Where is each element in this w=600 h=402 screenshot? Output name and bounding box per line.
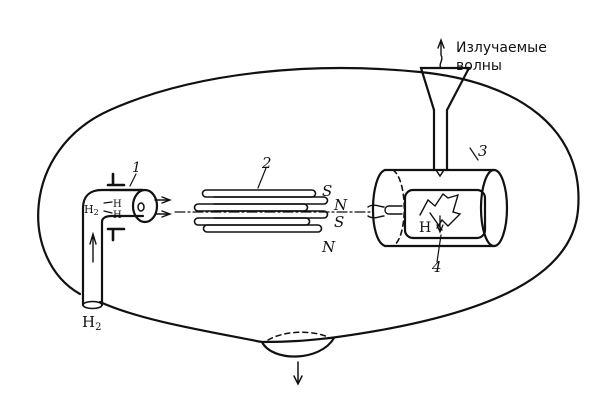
hexapole-magnet-2 [193, 167, 329, 233]
resonator-cavity-3 [367, 147, 509, 248]
pump-outlet [260, 336, 336, 358]
label-part-1: 1 [132, 160, 141, 176]
h2-source-label: H2 [82, 313, 101, 333]
vacuum-envelope [37, 67, 580, 344]
label-part-2: 2 [261, 154, 272, 172]
emitted-waves-label-line1: Излучаемые [456, 40, 547, 56]
h-atom-bottom-label: H [113, 210, 122, 221]
beam-arrows [154, 196, 172, 218]
field-arrow [436, 215, 444, 234]
output-waveguide [419, 38, 471, 178]
pole-n-top: N [333, 196, 348, 214]
pole-s-bottom: S [334, 213, 344, 231]
hydrogen-inlet-tube [81, 188, 142, 310]
pole-s-top: S [322, 182, 332, 200]
emitted-waves-label-line2: волны [456, 58, 502, 74]
label-part-3: 3 [478, 142, 488, 160]
pump-arrow [293, 361, 303, 386]
h-atom-top-label: H [113, 199, 122, 210]
label-part-4: 4 [431, 258, 442, 276]
magnetic-field-label: H [419, 220, 431, 236]
atom-source-1 [103, 172, 159, 242]
h2-inlet-label: H2 [84, 203, 99, 217]
pole-n-bottom: N [321, 238, 336, 256]
